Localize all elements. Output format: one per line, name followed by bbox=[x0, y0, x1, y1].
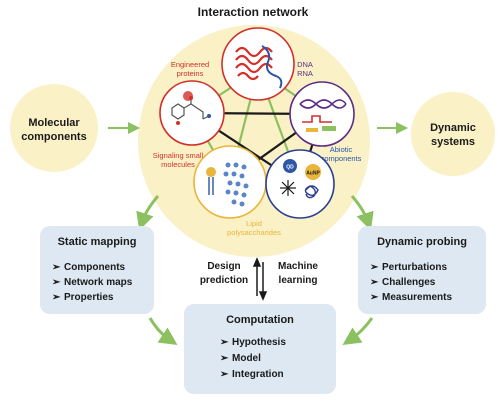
lipid-line2: polysaccharides bbox=[227, 228, 281, 237]
dynamic-probing-title: Dynamic probing bbox=[377, 236, 467, 248]
static-item-bullet: ➢ bbox=[52, 277, 61, 288]
dynamic-item-bullet: ➢ bbox=[370, 262, 379, 273]
arrow-to-static-mapping bbox=[136, 195, 160, 231]
abiotic-line1: Abiotic bbox=[330, 145, 353, 154]
protein-ribbon-icon bbox=[235, 46, 273, 81]
dynamic-systems-circle: Dynamic systems bbox=[411, 92, 495, 176]
signaling-line1: Signaling small bbox=[153, 151, 204, 160]
static-item-properties: Properties bbox=[64, 292, 114, 303]
bidirectional-arrow-icon bbox=[252, 257, 268, 301]
dynamic-systems-line2: systems bbox=[431, 136, 475, 148]
dynamic-item-measurements: Measurements bbox=[382, 292, 452, 303]
qd-label: QD bbox=[286, 165, 294, 171]
arrow-dynamic-to-computation bbox=[342, 317, 374, 345]
design-prediction-line2: prediction bbox=[200, 275, 248, 286]
static-item-bullet: ➢ bbox=[52, 292, 61, 303]
engineered-proteins-line1: Engineered bbox=[171, 60, 209, 69]
dna-label: DNA bbox=[297, 60, 313, 69]
machine-learning-line1: Machine bbox=[278, 261, 318, 272]
node-signaling-molecules bbox=[159, 80, 225, 146]
dynamic-systems-line1: Dynamic bbox=[430, 122, 476, 134]
design-prediction-line1: Design bbox=[207, 261, 240, 272]
dna-helix-icon bbox=[299, 99, 347, 109]
rna-label: RNA bbox=[297, 69, 313, 78]
protein-backbone-icon bbox=[261, 45, 283, 89]
node-dna-rna bbox=[289, 81, 355, 147]
dynamic-item-perturbations: Perturbations bbox=[382, 262, 447, 273]
computation-item-bullet: ➢ bbox=[220, 337, 229, 348]
dynamic-item-bullet: ➢ bbox=[370, 277, 379, 288]
computation-item-bullet: ➢ bbox=[220, 353, 229, 364]
dynamic-probing-box: Dynamic probing ➢ Perturbations ➢ Challe… bbox=[358, 226, 486, 314]
static-item-network-maps: Network maps bbox=[64, 277, 133, 288]
computation-box: Computation ➢ Hypothesis ➢ Model ➢ Integ… bbox=[184, 304, 336, 394]
lipid-line1: Lipid bbox=[246, 219, 262, 228]
molecular-components-line2: components bbox=[21, 131, 86, 143]
aunp-label: AuNP bbox=[306, 171, 320, 177]
polysaccharide-dots-icon bbox=[223, 162, 249, 207]
dynamic-item-challenges: Challenges bbox=[382, 277, 436, 288]
snowflake-icon bbox=[280, 180, 296, 196]
arrow-static-to-computation bbox=[148, 317, 178, 345]
lipid-head-icon bbox=[206, 167, 216, 177]
computation-item-bullet: ➢ bbox=[220, 369, 229, 380]
molecular-components-circle: Molecular components bbox=[10, 84, 98, 172]
molecular-components-line1: Molecular bbox=[28, 117, 80, 129]
machine-learning-line2: learning bbox=[279, 275, 318, 286]
quantum-dot-icon bbox=[283, 159, 297, 173]
computation-item-integration: Integration bbox=[232, 369, 284, 380]
computation-item-hypothesis: Hypothesis bbox=[232, 337, 286, 348]
computation-title: Computation bbox=[226, 314, 294, 326]
arrow-to-dynamic-probing bbox=[350, 195, 374, 231]
rna-strand-icon bbox=[302, 115, 332, 123]
node-engineered-proteins bbox=[221, 27, 295, 101]
static-mapping-title: Static mapping bbox=[58, 236, 137, 248]
node-abiotic-particles: QD AuNP bbox=[265, 149, 335, 219]
polymer-tangle-icon bbox=[304, 185, 319, 199]
engineered-proteins-line2: proteins bbox=[177, 69, 204, 78]
static-item-components: Components bbox=[64, 262, 126, 273]
node-lipid-polysaccharides bbox=[193, 145, 267, 219]
title: Interaction network bbox=[198, 5, 309, 19]
static-mapping-box: Static mapping ➢ Components ➢ Network ma… bbox=[40, 226, 154, 314]
static-item-bullet: ➢ bbox=[52, 262, 61, 273]
dynamic-item-bullet: ➢ bbox=[370, 292, 379, 303]
signaling-line2: molecules bbox=[161, 160, 195, 169]
computation-item-model: Model bbox=[232, 353, 261, 364]
molecule-structure-icon bbox=[171, 98, 210, 120]
abiotic-line2: components bbox=[321, 154, 362, 163]
gold-nanoparticle-icon bbox=[305, 164, 321, 180]
